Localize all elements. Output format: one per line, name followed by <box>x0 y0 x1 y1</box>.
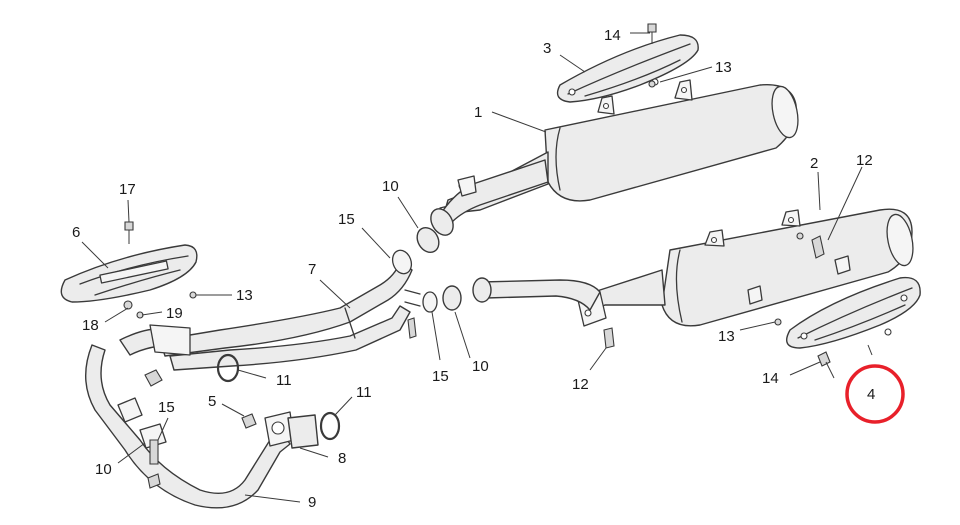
left-heat-shield-part-6 <box>60 221 198 303</box>
callout-13-top: 13 <box>715 59 732 76</box>
callout-17: 17 <box>119 181 136 198</box>
lower-link-pipe <box>404 277 601 339</box>
lower-heat-shield-part-4 <box>786 276 921 379</box>
right-fasteners <box>603 80 825 349</box>
upper-link-pipe <box>416 159 549 254</box>
gaskets-part-11 <box>216 353 341 441</box>
leader-lines <box>81 32 873 503</box>
callout-13-left: 13 <box>236 287 253 304</box>
callout-8: 8 <box>338 450 346 467</box>
upper-heat-shield-part-3 <box>556 23 699 103</box>
callout-11-right: 11 <box>356 384 372 401</box>
middle-header-pipes-part-7 <box>159 249 413 371</box>
lower-header-pipe-part-9 <box>84 324 319 509</box>
callout-10-bottom: 10 <box>95 461 112 478</box>
callout-18: 18 <box>82 317 99 334</box>
callout-12-top: 12 <box>856 152 873 169</box>
callout-15-mid: 15 <box>432 368 449 385</box>
callout-12-bottom: 12 <box>572 376 589 393</box>
callout-3: 3 <box>543 40 551 57</box>
callout-10-mid: 10 <box>472 358 489 375</box>
callout-5: 5 <box>208 393 216 410</box>
callout-7: 7 <box>308 261 316 278</box>
callout-10-top: 10 <box>382 178 399 195</box>
callout-2: 2 <box>810 155 818 172</box>
callout-15-top: 15 <box>338 211 355 228</box>
callout-6: 6 <box>72 224 80 241</box>
left-fasteners <box>123 291 197 319</box>
callout-15-bottom: 15 <box>158 399 175 416</box>
callout-4: 4 <box>867 386 875 403</box>
callout-11-left: 11 <box>276 372 292 389</box>
callout-19: 19 <box>166 305 183 322</box>
callout-13-right: 13 <box>718 328 735 345</box>
callout-9: 9 <box>308 494 316 511</box>
callout-14-bottom: 14 <box>762 370 779 387</box>
callout-labels: 1 3 14 13 2 12 10 15 7 15 10 12 13 14 4 … <box>72 27 875 511</box>
callout-14-top: 14 <box>604 27 621 44</box>
lower-muffler-part-2 <box>577 208 914 327</box>
callout-1: 1 <box>474 104 482 121</box>
highlight-circle <box>845 364 905 424</box>
